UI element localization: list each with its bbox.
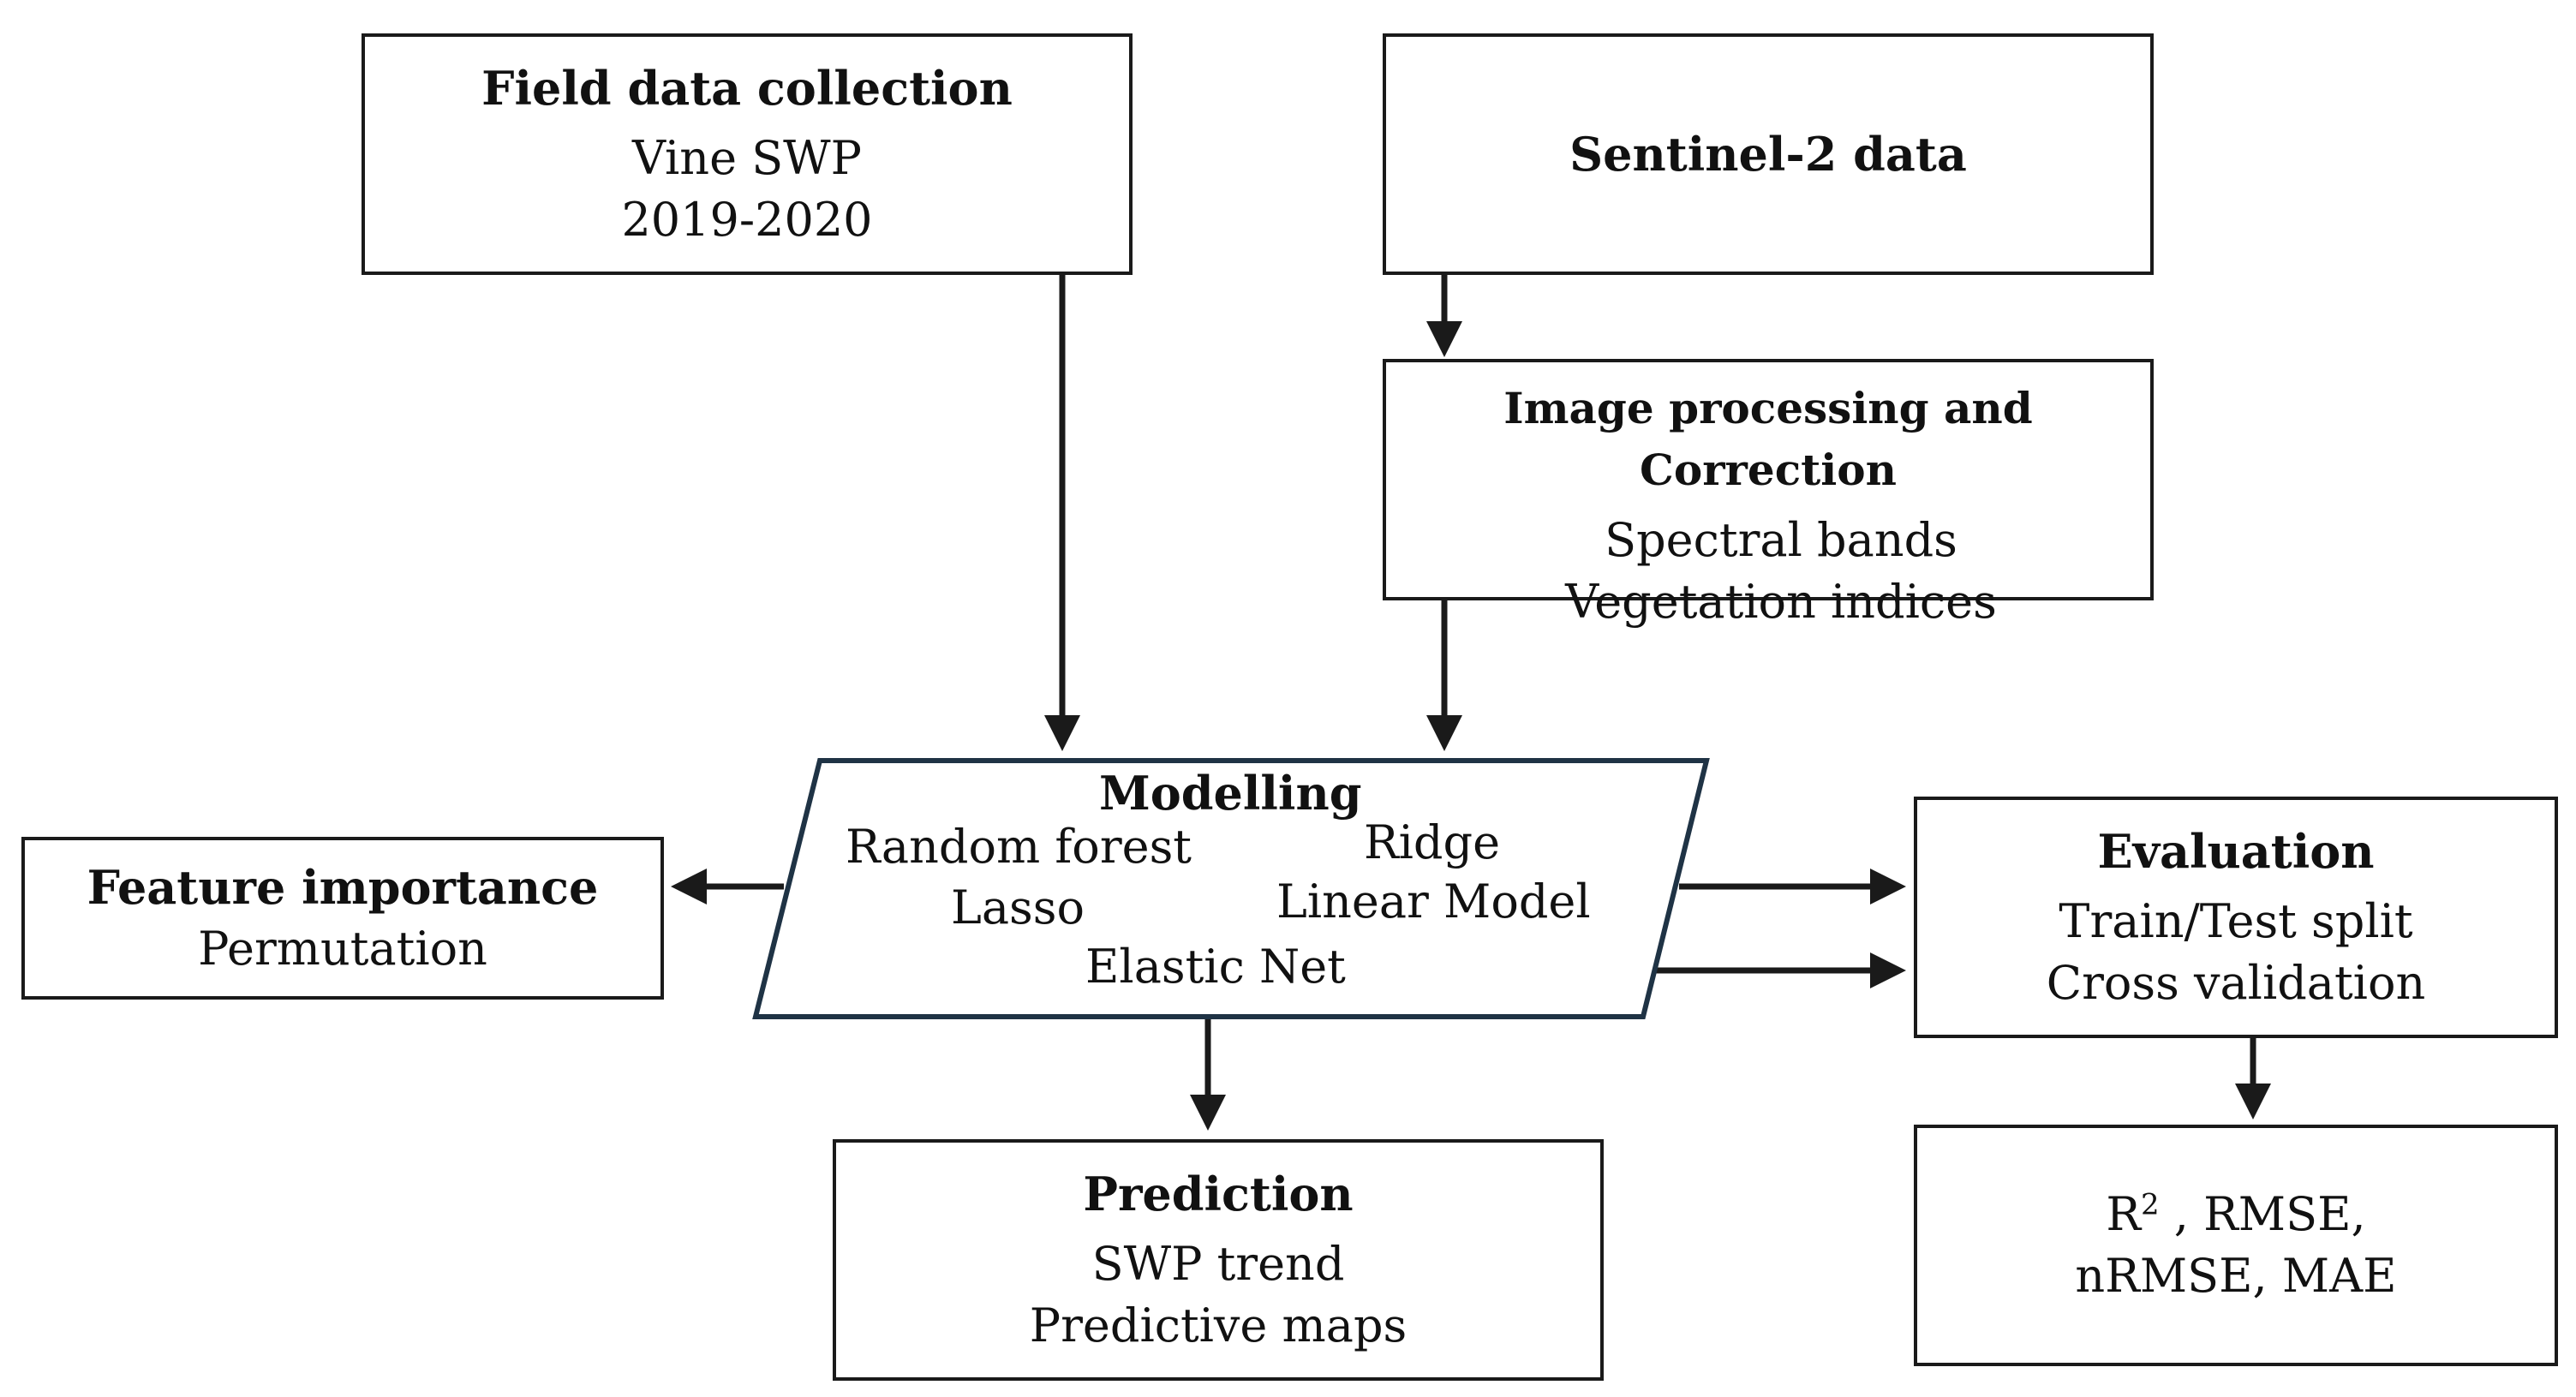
metrics-line-1: R2 , RMSE, — [2106, 1184, 2365, 1245]
modelling-parallelogram — [752, 758, 1710, 1019]
image-processing-line-vegetation-indices: Vegetation indices — [1565, 575, 1997, 629]
image-processing-box: Image processing and Correction Spectral… — [1383, 359, 2154, 629]
field-data-title: Field data collection — [481, 61, 1013, 116]
sentinel-title: Sentinel-2 data — [1569, 127, 1967, 182]
modelling-title: Modelling — [1099, 766, 1362, 821]
sentinel-2-data-box: Sentinel-2 data — [1383, 33, 2154, 275]
field-data-collection-box: Field data collection Vine SWP 2019-2020 — [362, 33, 1133, 275]
image-processing-line-spectral-bands: Spectral bands — [1605, 513, 1957, 567]
evaluation-title: Evaluation — [2097, 824, 2375, 879]
evaluation-line-train-test: Train/Test split — [2059, 894, 2413, 948]
metrics-box: R2 , RMSE, nRMSE, MAE — [1914, 1125, 2558, 1366]
metric-r-superscript: 2 — [2141, 1187, 2160, 1222]
method-ridge: Ridge — [1364, 815, 1501, 869]
feature-importance-line-permutation: Permutation — [198, 922, 487, 976]
metric-rmse-label: , RMSE, — [2159, 1187, 2366, 1241]
metric-r-label: R — [2106, 1187, 2141, 1241]
prediction-line-predictive-maps: Predictive maps — [1029, 1298, 1408, 1352]
metrics-line-2: nRMSE, MAE — [2075, 1249, 2397, 1303]
prediction-title: Prediction — [1083, 1167, 1354, 1221]
evaluation-line-cross-validation: Cross validation — [2046, 956, 2426, 1010]
method-lasso: Lasso — [951, 881, 1085, 934]
method-linear-model: Linear Model — [1276, 875, 1591, 928]
prediction-line-swp-trend: SWP trend — [1091, 1237, 1345, 1291]
evaluation-box: Evaluation Train/Test split Cross valida… — [1914, 797, 2558, 1038]
field-data-line-vine-swp: Vine SWP — [631, 131, 863, 185]
field-data-line-years: 2019-2020 — [621, 193, 873, 247]
prediction-box: Prediction SWP trend Predictive maps — [833, 1139, 1604, 1381]
method-random-forest: Random forest — [846, 820, 1192, 874]
method-elastic-net: Elastic Net — [1085, 940, 1346, 994]
feature-importance-box: Feature importance Permutation — [21, 837, 664, 1000]
image-processing-title: Image processing and Correction — [1503, 383, 2033, 495]
feature-importance-title: Feature importance — [87, 860, 599, 915]
